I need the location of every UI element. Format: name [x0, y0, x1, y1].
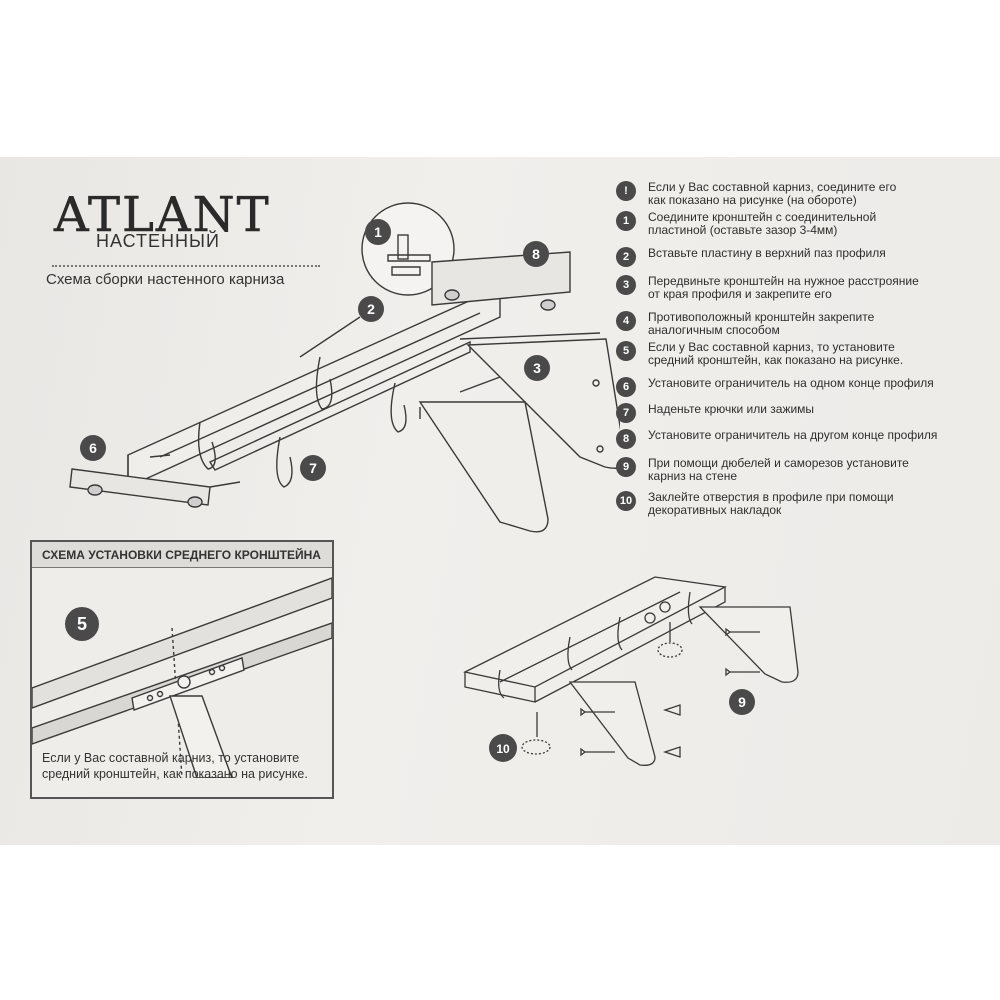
caption-line: Если у Вас составной карниз, то установи… [42, 751, 300, 765]
step-item: 4 Противоположный кронштейн закрепите ан… [616, 311, 976, 337]
end-cap-left [69, 468, 211, 506]
step-badge: ! [616, 181, 636, 201]
step-item: 1 Соедините кронштейн с соединительной п… [616, 211, 976, 237]
step-badge: 1 [616, 211, 636, 231]
step-badge: 8 [616, 429, 636, 449]
step-badge: 4 [616, 311, 636, 331]
step-text-line: аналогичным способом [648, 323, 780, 337]
callout-badge [365, 219, 391, 245]
step-text-line: Установите ограничитель на другом конце … [648, 428, 938, 442]
step-text-line: средний кронштейн, как показано на рисун… [648, 353, 904, 367]
step-badge: 5 [616, 341, 636, 361]
step-text: Передвиньте кронштейн на нужное расстроя… [648, 275, 919, 301]
callout-label: 10 [496, 742, 510, 756]
caption-line: средний кронштейн, как показано на рисун… [42, 767, 308, 781]
step-text-line: как показано на рисунке (на обороте) [648, 193, 857, 207]
dotted-divider [52, 265, 320, 267]
step-badge: 3 [616, 275, 636, 295]
step-text-line: пластиной (оставьте зазор 3-4мм) [648, 223, 838, 237]
step-text-line: карниз на стене [648, 469, 737, 483]
callout-badge [300, 455, 326, 481]
callout-badge [524, 355, 550, 381]
assembly-diagram: 1 2 3 6 7 8 [69, 202, 620, 533]
callout-label: 7 [309, 460, 317, 476]
step-text-line: Наденьте крючки или зажимы [648, 402, 815, 416]
step-text: Соедините кронштейн с соединительной пла… [648, 211, 876, 237]
callout-badge [489, 734, 517, 762]
step-badge: 6 [616, 377, 636, 397]
step-text: При помощи дюбелей и саморезов установит… [648, 457, 909, 483]
hook [315, 356, 333, 410]
step-item: 3 Передвиньте кронштейн на нужное расстр… [616, 275, 976, 301]
brand-subtitle: НАСТЕННЫЙ [96, 231, 220, 251]
middle-bracket-box: СХЕМА УСТАНОВКИ СРЕДНЕГО КРОНШТЕЙНА 5 Ес… [30, 540, 334, 799]
step-text: Если у Вас составной карниз, соедините е… [648, 181, 896, 207]
detail-plate [387, 254, 431, 262]
step-text-line: Заклейте отверстия в профиле при помощи [648, 490, 894, 504]
step-badge: 10 [616, 491, 636, 511]
step-item: 7 Наденьте крючки или зажимы [616, 403, 976, 423]
instruction-sheet: ATLANT НАСТЕННЫЙ Схема сборки настенного… [0, 157, 1000, 845]
callout-label: 2 [367, 301, 375, 317]
callout-label: 6 [89, 440, 97, 456]
bracket-lower [418, 401, 549, 533]
step-text-line: При помощи дюбелей и саморезов установит… [648, 456, 909, 470]
callout-badge [729, 689, 755, 715]
hook [197, 421, 216, 470]
step-text: Установите ограничитель на одном конце п… [648, 377, 934, 390]
callout-label: 9 [738, 694, 746, 710]
step-text-line: от края профиля и закрепите его [648, 287, 832, 301]
callout-label: 8 [532, 246, 540, 262]
hook [390, 382, 407, 433]
step-item: ! Если у Вас составной карниз, соедините… [616, 181, 976, 207]
middle-bracket-drawing: 5 [32, 577, 332, 778]
installed-bracket-right [698, 606, 799, 683]
step-text: Противоположный кронштейн закрепите анал… [648, 311, 874, 337]
step-text-line: декоративных накладок [648, 503, 782, 517]
detail-screw [397, 234, 409, 260]
step-text-line: Если у Вас составной карниз, то установи… [648, 340, 895, 354]
step-item: 6 Установите ограничитель на одном конце… [616, 377, 976, 397]
callout-label: 1 [374, 224, 382, 240]
step-item: 10 Заклейте отверстия в профиле при помо… [616, 491, 976, 517]
detail-nut [391, 266, 421, 276]
profile-channel [208, 340, 471, 471]
step-item: 2 Вставьте пластину в верхний паз профил… [616, 247, 976, 267]
step-text: Вставьте пластину в верхний паз профиля [648, 247, 886, 260]
callout-label: 5 [77, 614, 87, 634]
step-item: 5 Если у Вас составной карниз, то устано… [616, 341, 976, 367]
step-text-line: Противоположный кронштейн закрепите [648, 310, 875, 324]
step-badge: 9 [616, 457, 636, 477]
step-text: Если у Вас составной карниз, то установи… [648, 341, 903, 367]
install-diagram: 9 10 [463, 576, 799, 766]
step-text-line: Передвиньте кронштейн на нужное расстроя… [648, 274, 919, 288]
middle-bracket-caption: Если у Вас составной карниз, то установи… [42, 750, 328, 782]
step-text: Наденьте крючки или зажимы [648, 403, 814, 416]
step-text-line: Соедините кронштейн с соединительной [648, 210, 877, 224]
callout-badge [523, 241, 549, 267]
brand-logo: ATLANT [54, 187, 271, 244]
step-item: 9 При помощи дюбелей и саморезов установ… [616, 457, 976, 483]
step-badge: 7 [616, 403, 636, 423]
step-text-line: Вставьте пластину в верхний паз профиля [648, 246, 886, 260]
callout-badge [358, 296, 384, 322]
callout-label: 3 [533, 360, 541, 376]
middle-bracket-box-title: СХЕМА УСТАНОВКИ СРЕДНЕГО КРОНШТЕЙНА [32, 542, 332, 568]
step-badge: 2 [616, 247, 636, 267]
hook [276, 436, 293, 488]
installed-bracket-left [568, 681, 656, 766]
step-text-line: Установите ограничитель на одном конце п… [648, 376, 934, 390]
callout-badge [80, 435, 106, 461]
step-text: Заклейте отверстия в профиле при помощи … [648, 491, 894, 517]
scheme-title: Схема сборки настенного карниза [46, 271, 285, 288]
step-text: Установите ограничитель на другом конце … [648, 429, 937, 442]
step-item: 8 Установите ограничитель на другом конц… [616, 429, 976, 449]
bracket-3 [466, 338, 620, 469]
step-text-line: Если у Вас составной карниз, соедините е… [648, 180, 897, 194]
callout-badge [65, 607, 99, 641]
